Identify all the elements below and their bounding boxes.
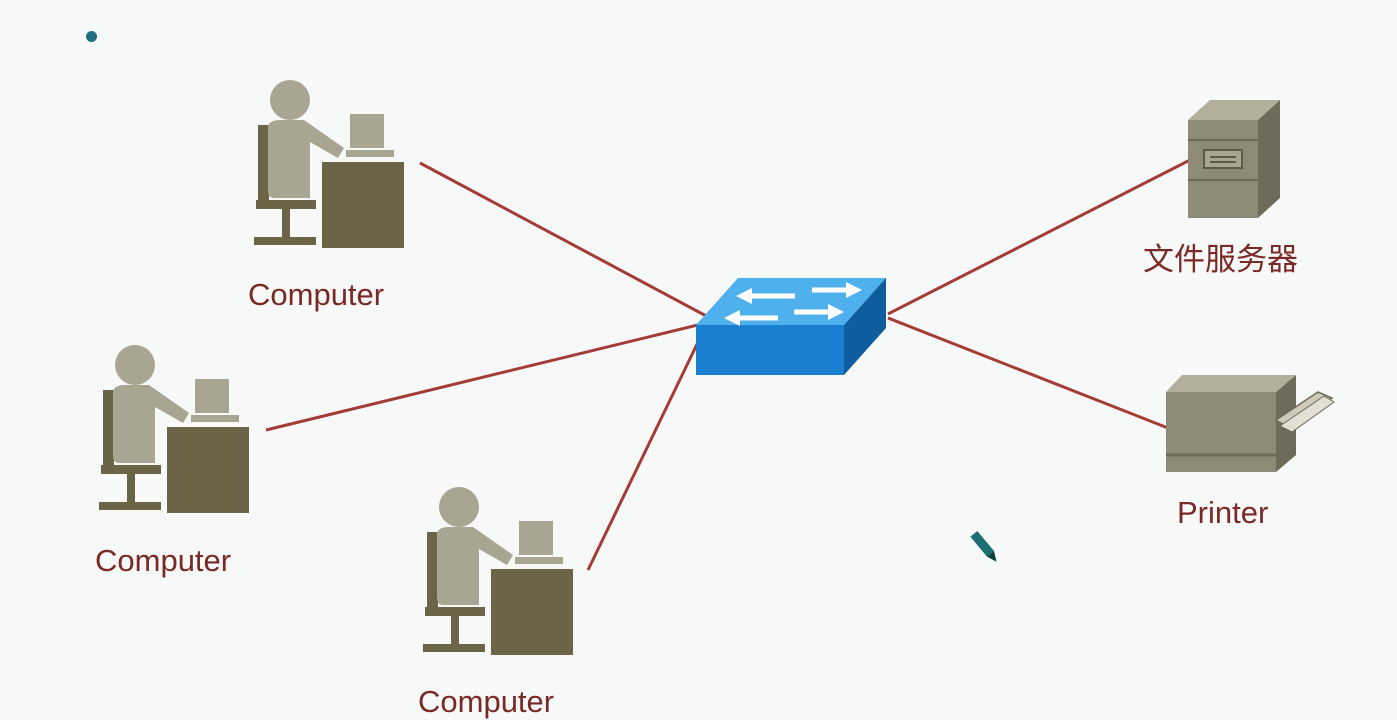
link-file-server — [887, 158, 1191, 316]
links — [265, 158, 1191, 571]
server-icon — [1188, 100, 1280, 218]
file-server-label: 文件服务器 — [1143, 242, 1298, 277]
computer-icon — [99, 345, 249, 513]
computer-bottom-label: Computer — [418, 684, 555, 719]
pen-cursor-icon — [970, 530, 997, 562]
switch-icon — [696, 278, 886, 375]
link-computer-top — [419, 161, 711, 320]
link-computer-bottom — [586, 337, 702, 571]
link-printer — [887, 316, 1169, 430]
computer-left-label: Computer — [95, 543, 232, 578]
printer-label: Printer — [1177, 495, 1269, 530]
computer-top-label: Computer — [248, 277, 385, 312]
link-computer-left — [265, 320, 711, 432]
computer-icon — [254, 80, 404, 248]
computer-icon — [423, 487, 573, 655]
slide-bullet — [86, 31, 97, 42]
printer-icon — [1166, 375, 1335, 472]
